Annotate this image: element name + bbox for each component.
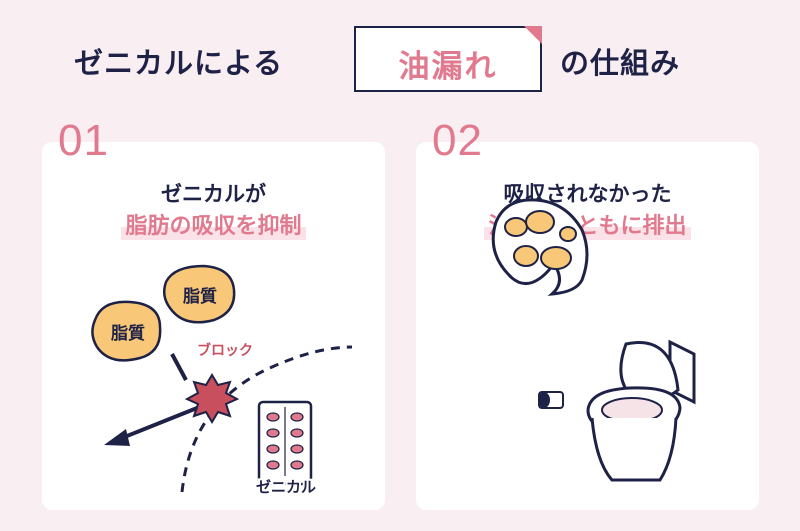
step-heading: ゼニカルが <box>161 182 266 206</box>
step-number: 02 <box>432 116 483 165</box>
toilet-illustration <box>491 198 696 482</box>
step-subheading: 脂肪の吸収を抑制 <box>121 208 306 240</box>
intestine-wall-inner <box>180 345 353 493</box>
toilet-base <box>590 417 678 482</box>
deflect-arrow-line <box>121 406 198 440</box>
title-prefix: ゼニカルによる <box>74 46 284 80</box>
step-number: 01 <box>58 116 109 165</box>
title-suffix: の仕組み <box>560 46 681 80</box>
title-highlight-box: 油漏れ <box>354 26 542 92</box>
fat-block-illustration: 脂質 脂質 ブロック ゼニカル <box>91 264 353 498</box>
step-card-01: 01 ゼニカルが 脂肪の吸収を抑制 脂質 脂質 ブロック ゼニカル <box>42 116 385 510</box>
step-card-02: 02 吸収されなかった 油が便とともに排出 <box>416 116 759 510</box>
motion-line <box>170 353 188 381</box>
block-burst-icon <box>184 373 240 424</box>
fat-label-1: 脂質 <box>111 323 145 344</box>
fat-blob-1 <box>91 300 162 362</box>
page-title: ゼニカルによる 油漏れ の仕組み <box>0 26 800 96</box>
arrow-head-icon <box>104 429 130 446</box>
title-corner-accent <box>524 26 542 44</box>
pill-dots <box>266 412 304 470</box>
drug-label: ゼニカル <box>256 478 316 496</box>
title-highlight: 油漏れ <box>398 49 498 85</box>
fat-blob-2 <box>162 264 236 324</box>
oil-droplets <box>504 210 577 270</box>
fat-label-2: 脂質 <box>183 286 217 307</box>
block-label: ブロック <box>197 342 253 359</box>
